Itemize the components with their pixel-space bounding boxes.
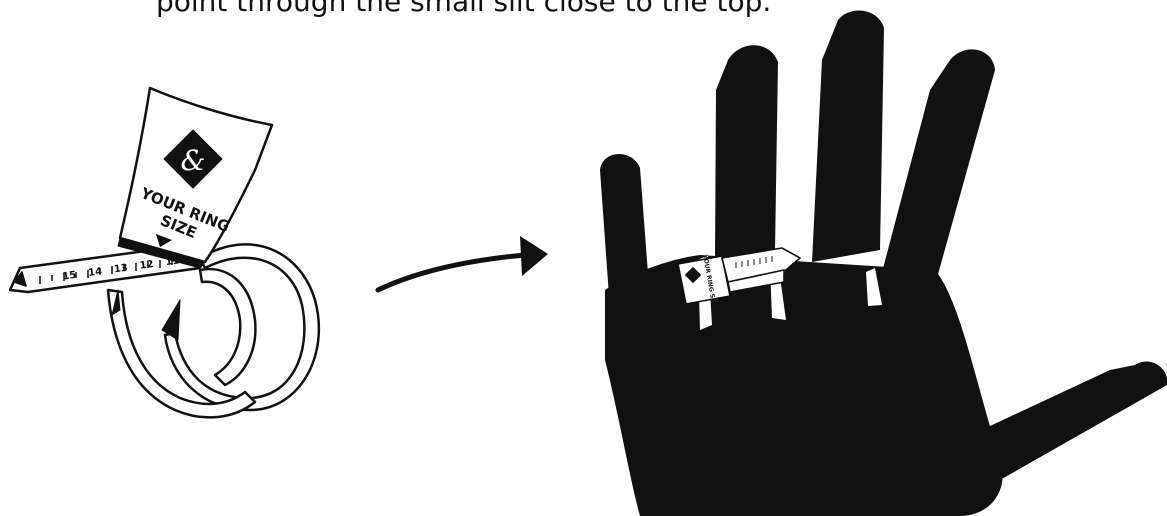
logo-glyph: & — [181, 144, 206, 177]
scale-number: 13 — [113, 263, 128, 276]
curved-arrow-icon — [378, 236, 548, 290]
sizer-loop-inner — [200, 269, 255, 385]
scale-number: 12 — [139, 259, 154, 272]
paper-ring-sizer — [10, 88, 319, 417]
scale-number: 11 — [165, 255, 180, 268]
scale-number: 14 — [88, 266, 103, 279]
scale-number: 15 — [62, 270, 77, 283]
